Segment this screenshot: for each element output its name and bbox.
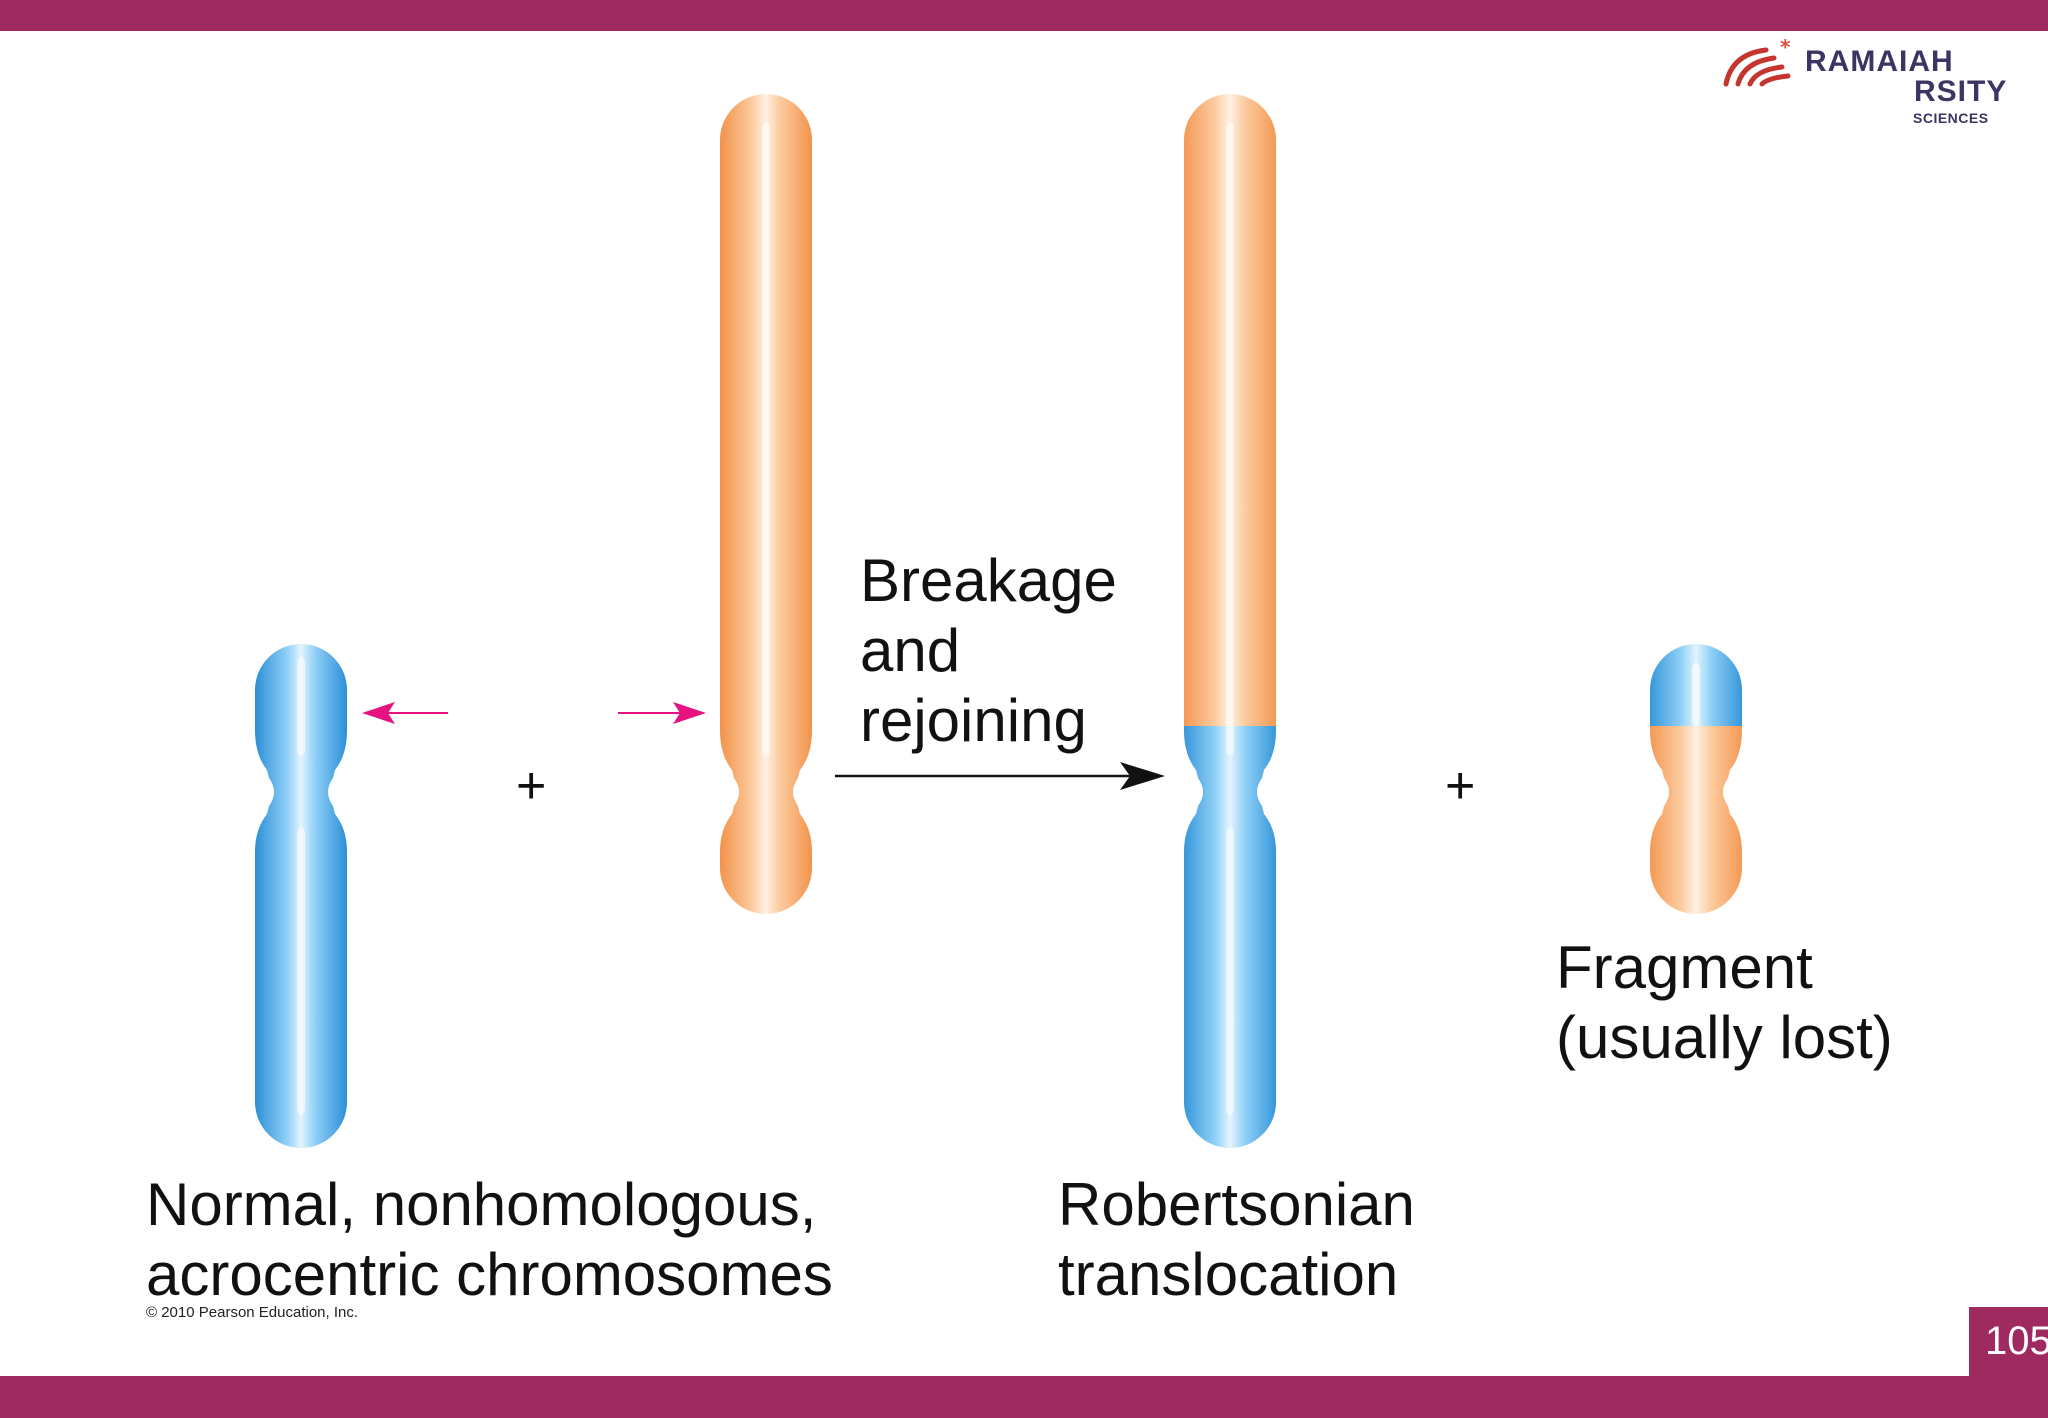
break-arrow-right-head: [673, 702, 706, 724]
logo-text-university: RSITY: [1914, 75, 2008, 108]
chromosome-blue-highlight: [297, 656, 305, 1116]
svg-text:*: *: [1780, 38, 1791, 59]
ramaiah-logo: * RAMAIAH RSITY SCIENCES: [1722, 38, 2022, 130]
label-fragment: Fragment (usually lost): [1556, 934, 1893, 1071]
chromosome-robertsonian-highlight: [1226, 122, 1234, 1116]
bottom-bar: [0, 1376, 2048, 1418]
chromosome-orange-highlight: [762, 122, 770, 756]
logo-overlap: [1802, 80, 1914, 88]
page-number: 105: [1969, 1307, 2048, 1376]
label-breakage-rejoining: Breakage and rejoining: [860, 547, 1117, 754]
break-arrow-left-head: [362, 702, 395, 724]
label-robertsonian-translocation: Robertsonian translocation: [1058, 1171, 1415, 1308]
process-arrow-head: [1120, 762, 1165, 790]
top-bar: [0, 0, 2048, 31]
label-normal-chromosomes: Normal, nonhomologous, acrocentric chrom…: [146, 1171, 833, 1308]
ramaiah-logo-icon: *: [1723, 38, 1791, 87]
plus-sign-left: +: [516, 757, 547, 815]
chromosome-fragment-highlight: [1692, 662, 1700, 727]
copyright-notice: © 2010 Pearson Education, Inc.: [146, 1304, 359, 1321]
logo-text-sciences: SCIENCES: [1913, 110, 1989, 126]
plus-sign-right: +: [1445, 757, 1476, 815]
logo-text-ramaiah: RAMAIAH: [1805, 45, 1954, 78]
